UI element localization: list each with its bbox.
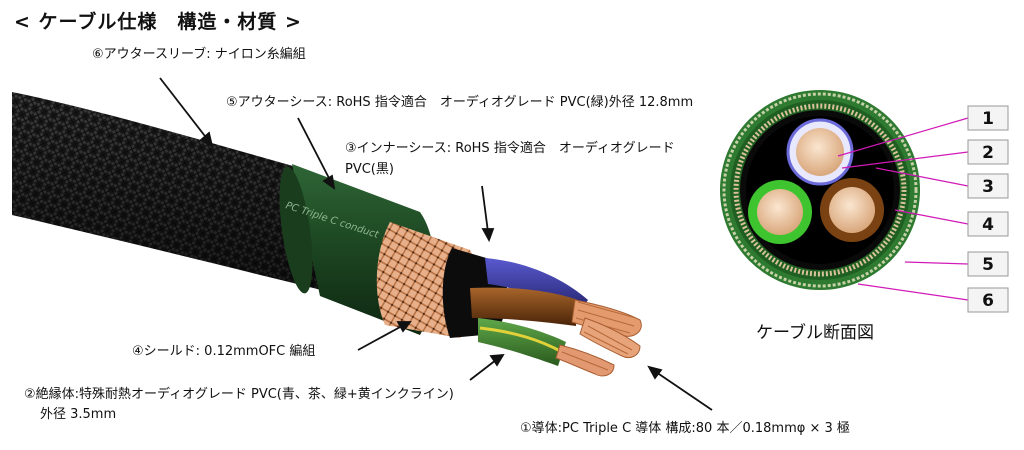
badge-6: 6: [967, 287, 1009, 313]
callout-arrows: [159, 77, 713, 411]
label-outer-sleeve: ⑥アウタースリーブ: ナイロン糸編組: [92, 47, 306, 62]
label-conductor: ①導体:PC Triple C 導体 構成:80 本／0.18mmφ × 3 極: [520, 421, 850, 436]
cross-section-numbers: 1 2 3 4 5 6: [967, 105, 1009, 313]
label-insulator-line1: ②絶縁体:特殊耐熱オーディオグレード PVC(青、茶、緑+黄インクライン): [24, 387, 454, 402]
badge-2: 2: [967, 139, 1009, 165]
brown-wire: [470, 287, 578, 326]
green-yellow-wire: [478, 318, 566, 366]
badge-1: 1: [967, 105, 1009, 131]
cable-illustration: PC Triple C conduct: [12, 92, 642, 377]
badge-1-text: 1: [982, 109, 994, 129]
badge-2-text: 2: [982, 143, 994, 163]
badge-5: 5: [967, 251, 1009, 277]
label-outer-sheath: ⑤アウターシース: RoHS 指令適合 オーディオグレード PVC(緑)外径 1…: [226, 95, 694, 110]
cross-section-leaders: [837, 117, 969, 301]
label-inner-sheath-line1: ③インナーシース: RoHS 指令適合 オーディオグレード: [345, 141, 675, 156]
badge-3-text: 3: [982, 177, 994, 197]
label-shield: ④シールド: 0.12mmOFC 編組: [132, 344, 316, 359]
badge-6-text: 6: [982, 291, 994, 311]
badge-3: 3: [967, 173, 1009, 199]
label-inner-sheath-line2: PVC(黒): [345, 162, 394, 177]
conductor-strands: [555, 299, 642, 377]
badge-5-text: 5: [982, 255, 994, 275]
cross-section-caption: ケーブル断面図: [756, 323, 874, 343]
badge-4: 4: [967, 211, 1009, 237]
label-insulator-line2: 外径 3.5mm: [40, 407, 117, 422]
badge-4-text: 4: [982, 215, 994, 235]
page-title: < ケーブル仕様 構造・材質 >: [14, 11, 302, 33]
cross-section: [720, 90, 920, 290]
